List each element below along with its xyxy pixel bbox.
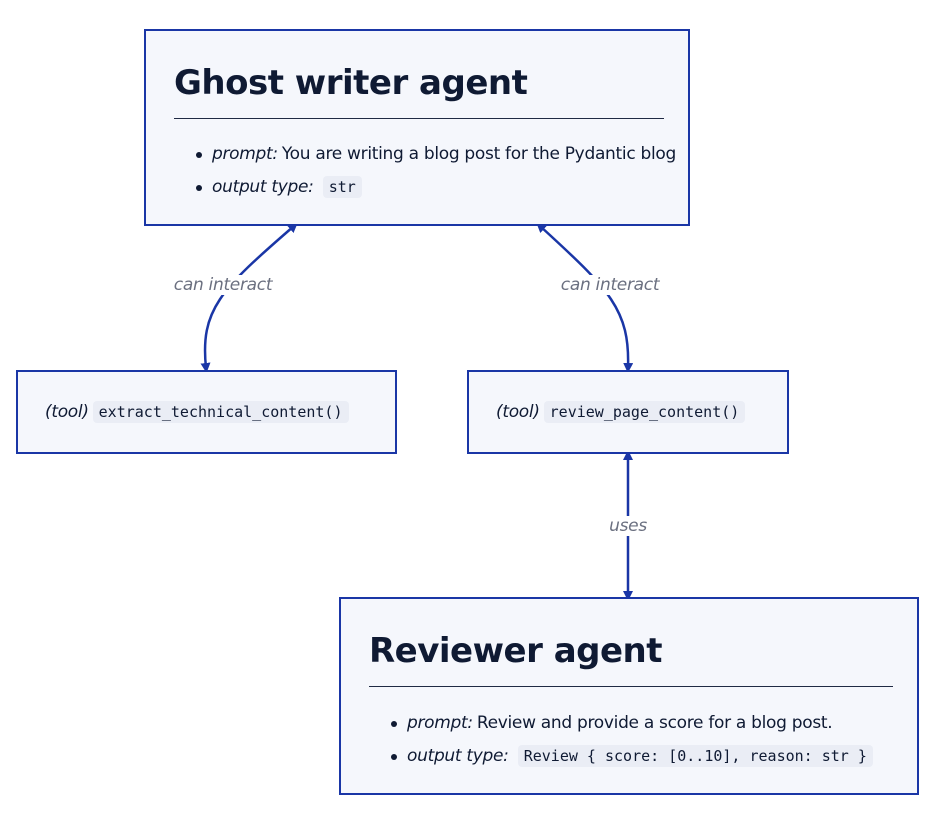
tool-prefix: (tool)	[45, 402, 89, 422]
edge-ghost-to-extract	[200, 222, 298, 373]
ghost-writer-output-type-field: output type: str	[196, 176, 676, 198]
ghost-writer-agent-node[interactable]: Ghost writer agent prompt:You are writin…	[144, 29, 690, 226]
edge-ghost-to-review	[536, 222, 634, 373]
ghost-writer-title: Ghost writer agent	[174, 63, 528, 103]
reviewer-fields: prompt:Review and provide a score for a …	[391, 713, 873, 779]
reviewer-title: Reviewer agent	[369, 631, 663, 671]
field-key: output type:	[407, 746, 509, 766]
field-value: Review and provide a score for a blog po…	[476, 713, 833, 733]
tool-name: extract_technical_content()	[92, 401, 349, 423]
field-key: prompt:	[407, 713, 473, 733]
ghost-writer-fields: prompt:You are writing a blog post for t…	[196, 144, 676, 210]
reviewer-output-type-field: output type: Review { score: [0..10], re…	[391, 745, 873, 767]
tool-extract-technical-content-node[interactable]: (tool) extract_technical_content()	[16, 370, 397, 454]
reviewer-prompt-field: prompt:Review and provide a score for a …	[391, 713, 873, 733]
field-value: You are writing a blog post for the Pyda…	[281, 144, 676, 164]
edge-label-review-to-reviewer: uses	[609, 516, 647, 536]
edge-label-ghost-to-extract: can interact	[173, 275, 273, 295]
tool-review-page-content-node[interactable]: (tool) review_page_content()	[467, 370, 789, 454]
field-key: output type:	[212, 177, 314, 197]
edge-label-ghost-to-review: can interact	[560, 275, 660, 295]
reviewer-divider	[369, 686, 893, 687]
field-code-value: Review { score: [0..10], reason: str }	[517, 745, 873, 767]
tool-name: review_page_content()	[543, 401, 746, 423]
ghost-writer-divider	[174, 118, 664, 119]
tool-prefix: (tool)	[496, 402, 540, 422]
reviewer-agent-node[interactable]: Reviewer agent prompt:Review and provide…	[339, 597, 919, 795]
ghost-writer-prompt-field: prompt:You are writing a blog post for t…	[196, 144, 676, 164]
field-code-value: str	[322, 176, 362, 198]
field-key: prompt:	[212, 144, 278, 164]
